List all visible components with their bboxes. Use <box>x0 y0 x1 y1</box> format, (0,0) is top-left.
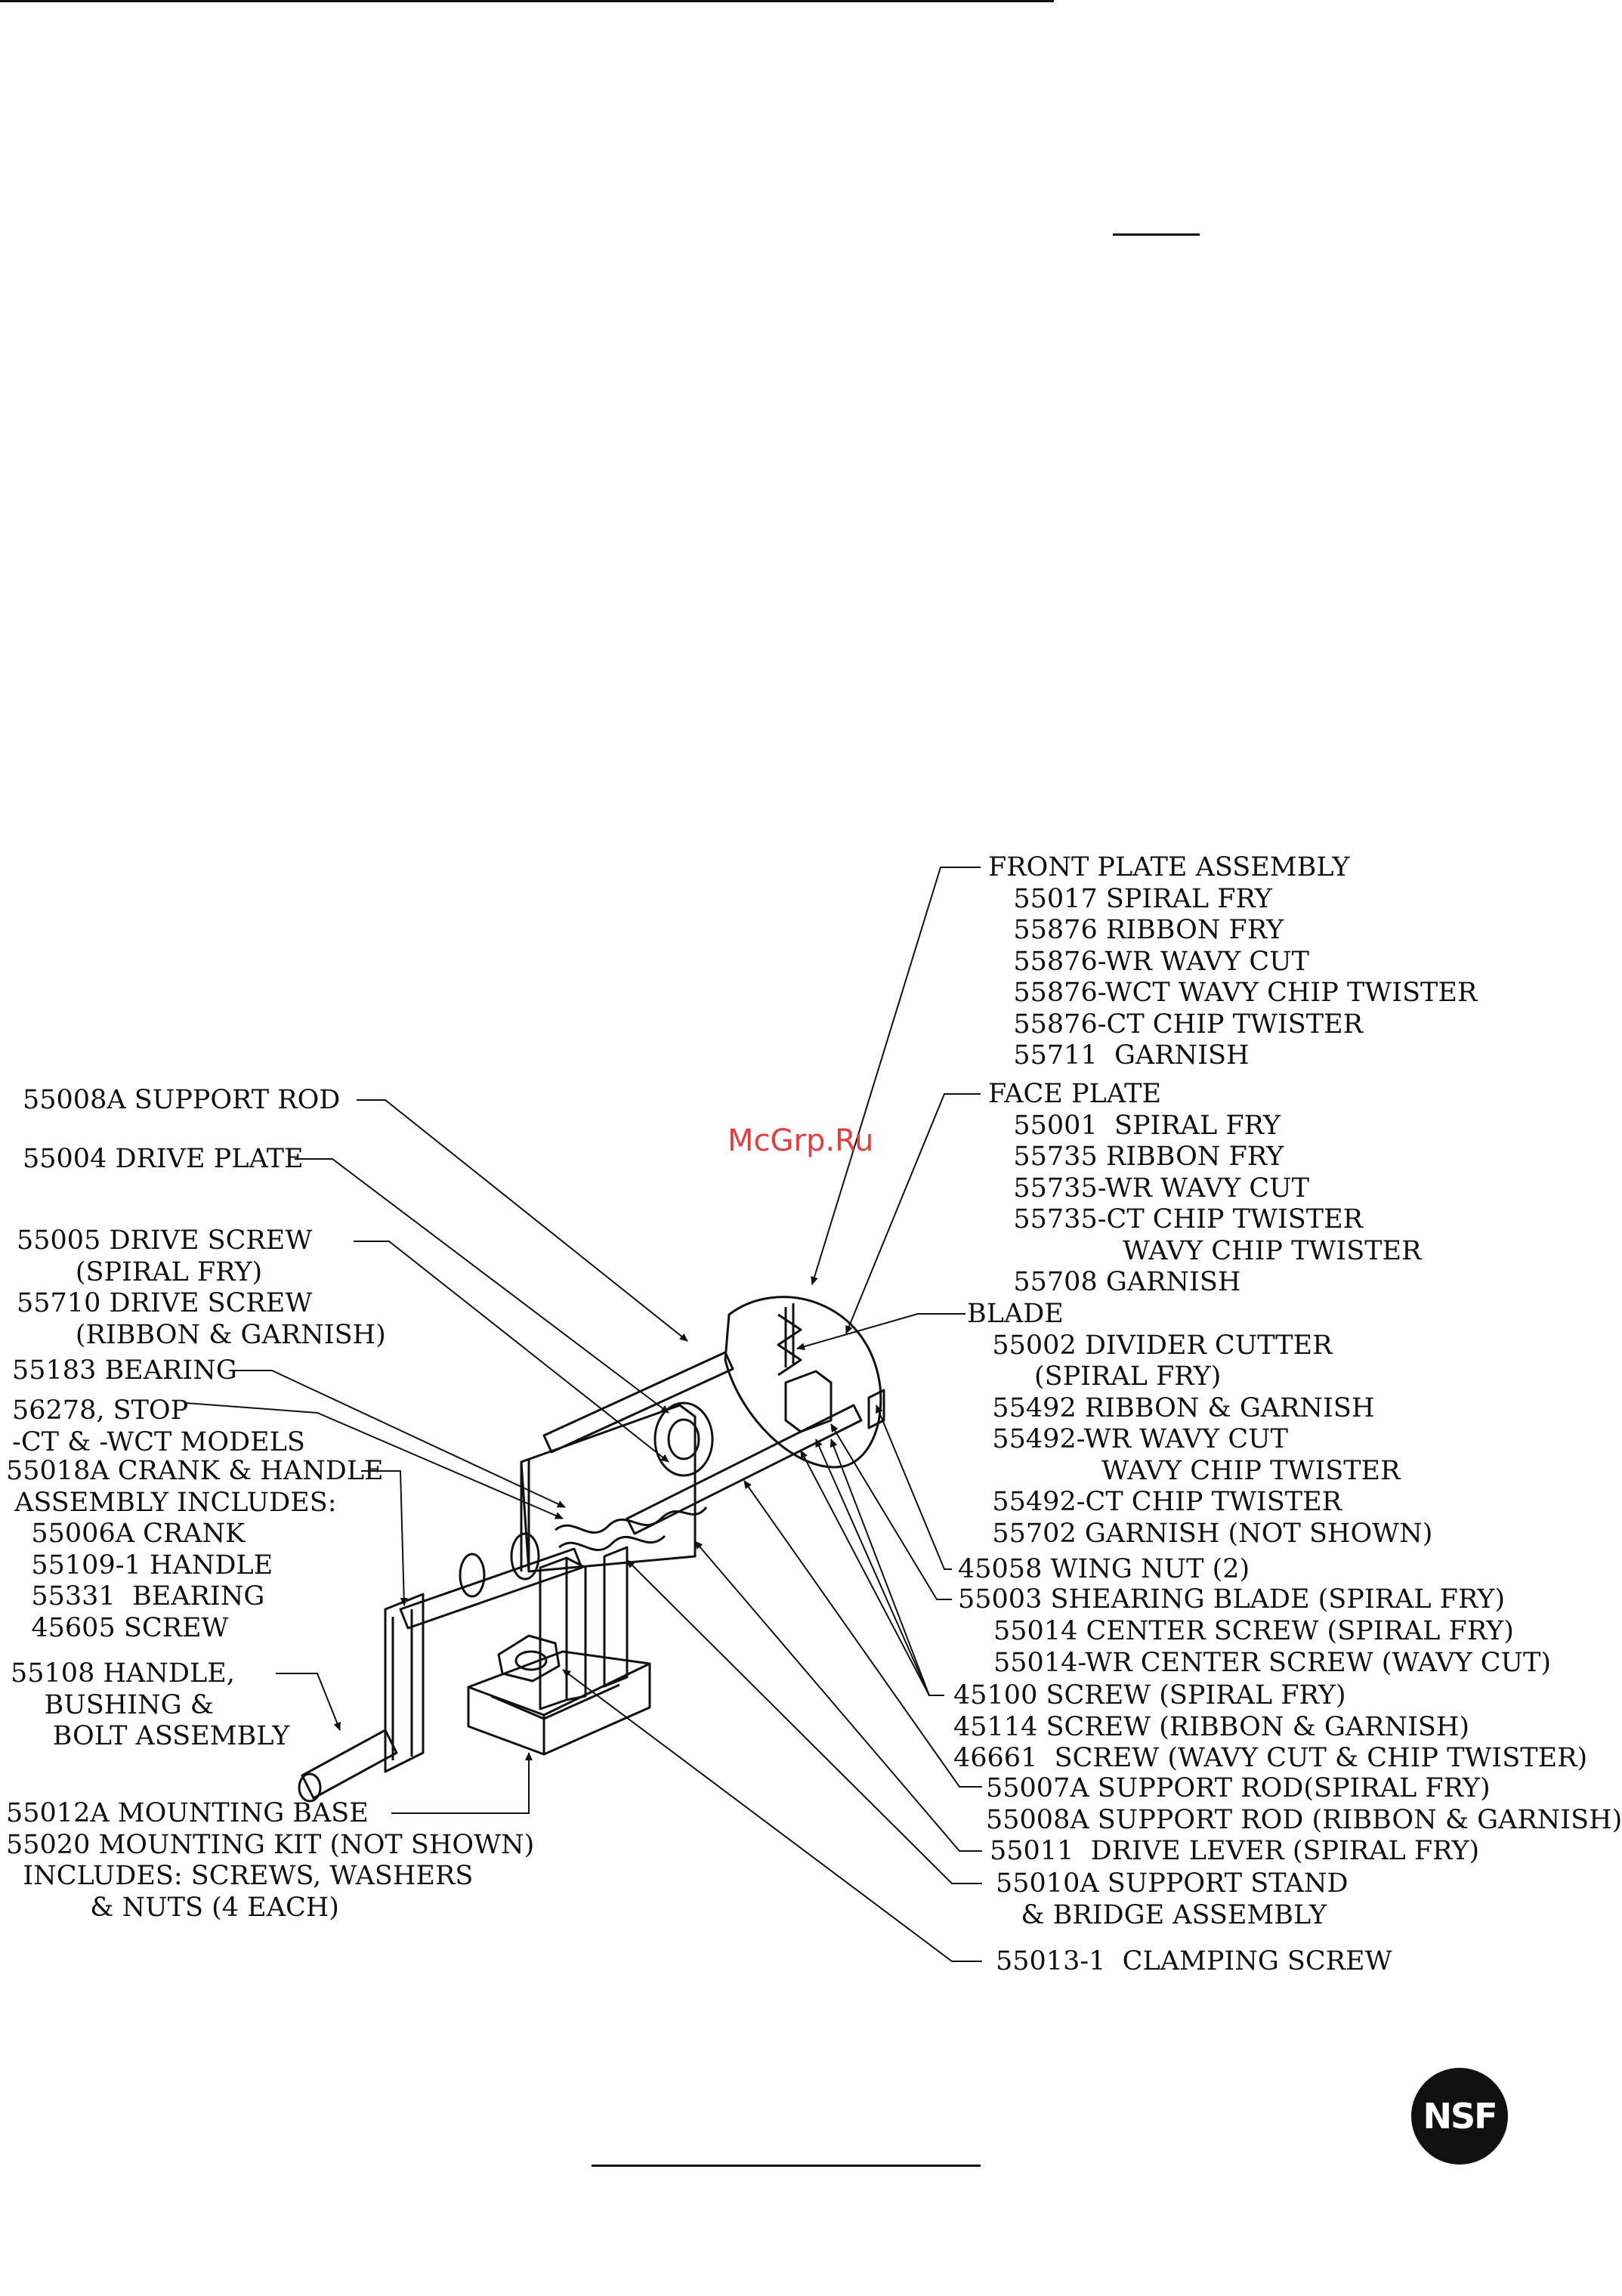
support-rod-lower <box>626 1404 863 1535</box>
callout-label-line: (SPIRAL FRY) <box>967 1361 1222 1392</box>
callout-label-line: 55004 DRIVE PLATE <box>23 1144 304 1174</box>
callout-label-line: BOLT ASSEMBLY <box>11 1721 290 1751</box>
crank-handle <box>301 1729 398 1800</box>
callout-label-line: 55735-WR WAVY CUT <box>988 1173 1309 1204</box>
callout-label-line: 55014-WR CENTER SCREW (WAVY CUT) <box>993 1647 1551 1678</box>
bridge <box>520 1404 697 1573</box>
callout-label-line: 45058 WING NUT (2) <box>958 1554 1250 1584</box>
nsf-logo: NSF <box>1411 2068 1508 2165</box>
callout-label-line: 55006A CRANK <box>6 1519 246 1549</box>
callout-label-line: FACE PLATE <box>988 1079 1162 1109</box>
crank-arm <box>384 1593 425 1773</box>
callout-label-line: INCLUDES: SCREWS, WASHERS <box>6 1861 474 1891</box>
callout-label-line: FRONT PLATE ASSEMBLY <box>988 852 1350 882</box>
clamping-knob <box>497 1634 561 1683</box>
callout-label-line: 55708 GARNISH <box>988 1267 1241 1297</box>
callout-label-line: 55008A SUPPORT ROD (RIBBON & GARNISH) <box>986 1804 1622 1835</box>
callout-label-line: 55108 HANDLE, <box>11 1658 235 1689</box>
drive-plate <box>653 1401 714 1477</box>
callout-label-line: 56278, STOP <box>12 1395 189 1426</box>
callout-label-line: BLADE <box>967 1299 1064 1329</box>
callout-label-line: ASSEMBLY INCLUDES: <box>6 1487 337 1518</box>
callout-label-line: 55002 DIVIDER CUTTER <box>967 1330 1333 1361</box>
callout-label-line: 55876-CT CHIP TWISTER <box>988 1009 1363 1040</box>
callout-label-line: 45100 SCREW (SPIRAL FRY) <box>953 1680 1346 1710</box>
callout-label-line: 55183 BEARING <box>12 1355 237 1386</box>
callout-label-line: 55710 DRIVE SCREW <box>17 1288 313 1318</box>
callout-label-line: 55492 RIBBON & GARNISH <box>967 1392 1375 1423</box>
callout-label-line: 55876-WCT WAVY CHIP TWISTER <box>988 978 1478 1008</box>
callout-label-line: BUSHING & <box>11 1689 214 1720</box>
callout-label-line: 55702 GARNISH (NOT SHOWN) <box>967 1518 1433 1549</box>
callout-label-line: 55011 DRIVE LEVER (SPIRAL FRY) <box>990 1836 1480 1866</box>
callout-label-line: WAVY CHIP TWISTER <box>988 1235 1422 1266</box>
callout-label-line: 45605 SCREW <box>6 1612 229 1643</box>
callout-label-line: 55010A SUPPORT STAND <box>996 1868 1349 1899</box>
callout-label-line: 55014 CENTER SCREW (SPIRAL FRY) <box>993 1616 1514 1646</box>
callout-label-line: 55735 RIBBON FRY <box>988 1142 1284 1172</box>
leader-lines <box>184 867 982 1962</box>
callout-label-line: 55876 RIBBON FRY <box>988 915 1284 945</box>
drive-screw <box>555 1506 708 1534</box>
callout-label-line: 55003 SHEARING BLADE (SPIRAL FRY) <box>958 1584 1505 1615</box>
watermark: McGrp.Ru <box>728 1123 874 1158</box>
callout-label-line: & NUTS (4 EACH) <box>6 1892 339 1923</box>
machine-drawing <box>298 1296 885 1803</box>
callout-label-line: 55008A SUPPORT ROD <box>23 1085 341 1115</box>
callout-label-line: (SPIRAL FRY) <box>17 1256 263 1287</box>
callout-label-line: 55735-CT CHIP TWISTER <box>988 1204 1363 1235</box>
callout-label-line: WAVY CHIP TWISTER <box>967 1455 1401 1486</box>
mounting-base <box>467 1650 651 1756</box>
blade-block <box>784 1370 833 1433</box>
callout-label-line: 55109-1 HANDLE <box>6 1550 273 1581</box>
callout-label-line: 55001 SPIRAL FRY <box>988 1110 1281 1141</box>
top-rule <box>0 0 1054 2</box>
footer-rule <box>592 2165 981 2167</box>
callout-label-line: 55007A SUPPORT ROD(SPIRAL FRY) <box>986 1773 1491 1803</box>
callout-label-line: 55018A CRANK & HANDLE <box>6 1456 384 1486</box>
crank-shaft <box>399 1547 583 1630</box>
callout-label-line: 55492-CT CHIP TWISTER <box>967 1487 1342 1517</box>
callout-label-line: 55012A MOUNTING BASE <box>6 1798 369 1828</box>
callout-label-line: -CT & -WCT MODELS <box>12 1426 305 1457</box>
callout-label-line: 55492-WR WAVY CUT <box>967 1424 1288 1454</box>
callout-label-line: 55876-WR WAVY CUT <box>988 946 1309 977</box>
header-short-rule <box>1113 233 1200 236</box>
callout-label-line: 55017 SPIRAL FRY <box>988 883 1272 914</box>
support-rod-upper <box>542 1351 734 1454</box>
callout-label-line: & BRIDGE ASSEMBLY <box>996 1899 1327 1930</box>
callout-label-line: 55331 BEARING <box>6 1581 265 1612</box>
callout-label-line: 55005 DRIVE SCREW <box>17 1225 313 1256</box>
callout-label-line: 45114 SCREW (RIBBON & GARNISH) <box>953 1711 1470 1742</box>
face-plate <box>724 1296 882 1469</box>
callout-label-line: 46661 SCREW (WAVY CUT & CHIP TWISTER) <box>953 1743 1588 1773</box>
callout-label-line: (RIBBON & GARNISH) <box>17 1319 386 1350</box>
callout-label-line: 55020 MOUNTING KIT (NOT SHOWN) <box>6 1829 535 1860</box>
callout-label-line: 55013-1 CLAMPING SCREW <box>996 1946 1392 1976</box>
callout-label-line: 55711 GARNISH <box>988 1040 1250 1071</box>
